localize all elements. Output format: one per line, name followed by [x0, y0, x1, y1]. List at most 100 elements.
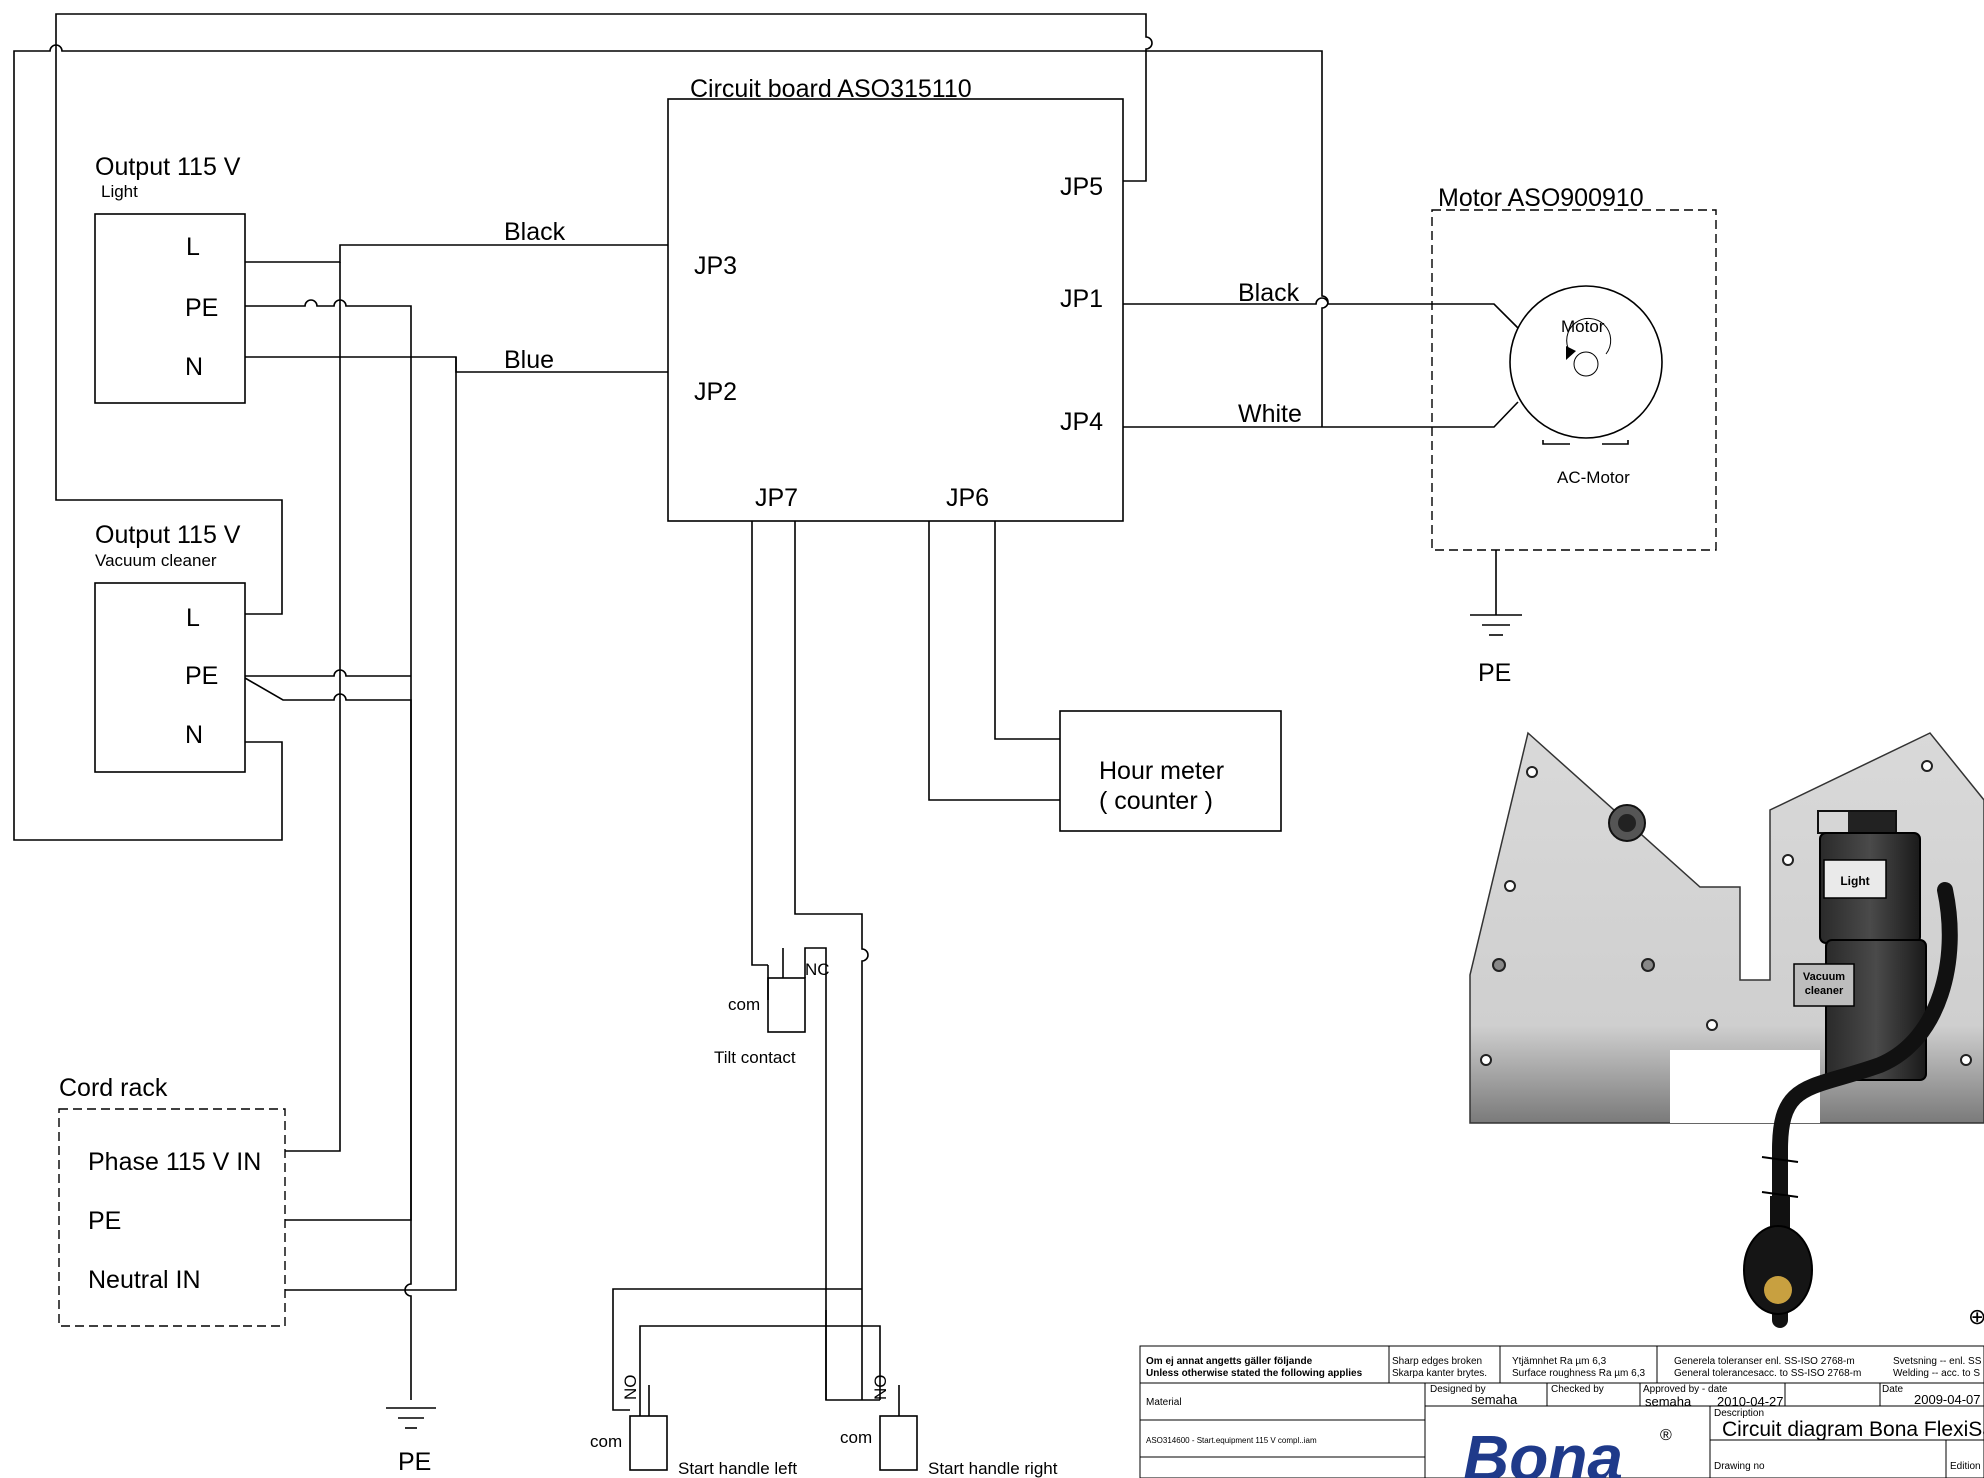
outer-loop-wires: [13, 13, 1329, 841]
tilt-com: com: [728, 995, 760, 1014]
plate-cutout: [1670, 1050, 1820, 1123]
light-socket-label: Light: [1840, 874, 1869, 888]
output-vacuum-title: Output 115 V: [95, 521, 241, 549]
start-right-label: Start handle right: [928, 1459, 1058, 1478]
start-right-com: com: [840, 1428, 872, 1447]
motor-symbol: [1509, 285, 1663, 439]
wire-label-blue: Blue: [504, 346, 554, 374]
tb-roughness-en: Surface roughness Ra µm 6,3: [1512, 1368, 1645, 1379]
tb-tol-sv: Generela toleranser enl. SS-ISO 2768-m: [1674, 1356, 1855, 1367]
jp1-label: JP1: [1060, 285, 1103, 313]
hour-meter: Hour meter ( counter ): [928, 521, 1282, 832]
output-light-l: L: [186, 233, 200, 261]
jp2-label: JP2: [694, 378, 737, 406]
crosshair-icon: ⊕: [1968, 1304, 1984, 1329]
left-bus-wires: [244, 244, 668, 1400]
circuit-board-box: [667, 98, 1124, 522]
tb-designed-by: semaha: [1471, 1392, 1518, 1407]
tb-apply-en: Unless otherwise stated the following ap…: [1146, 1368, 1363, 1379]
tb-roughness-sv: Ytjämnhet Ra µm 6,3: [1512, 1356, 1607, 1367]
tb-tol-en: General tolerancesacc. to SS-ISO 2768-m: [1674, 1368, 1861, 1379]
output-vacuum-subtitle: Vacuum cleaner: [95, 551, 217, 570]
tilt-contact-box: [767, 977, 806, 1033]
tb-approved-by: semaha: [1645, 1394, 1692, 1409]
tilt-label: Tilt contact: [714, 1048, 796, 1067]
tilt-contact: com NC Tilt contact: [714, 521, 869, 1400]
jp4-label: JP4: [1060, 408, 1103, 436]
start-left-no: NO: [621, 1375, 640, 1401]
tb-part-ref: ASO314600 - Start.equipment 115 V compl.…: [1146, 1436, 1317, 1445]
motor-wires: [1123, 297, 1519, 428]
title-block: Om ej annat angetts gäller följande Unle…: [1139, 1345, 1984, 1478]
tb-date-label: Date: [1882, 1384, 1904, 1395]
hour-meter-box: [1059, 710, 1282, 832]
motor-box: [1431, 209, 1717, 551]
tilt-nc: NC: [805, 960, 830, 979]
tb-edition-label: Edition: [1950, 1461, 1981, 1472]
wire-label-black-left: Black: [504, 218, 566, 246]
ground-label-bottom: PE: [398, 1448, 431, 1476]
motor-label: Motor: [1561, 317, 1605, 336]
motor-title: Motor ASO900910: [1438, 184, 1644, 212]
tb-material-label: Material: [1146, 1397, 1182, 1408]
tb-date: 2009-04-07: [1914, 1392, 1981, 1407]
tb-checked-by-label: Checked by: [1551, 1384, 1604, 1395]
motor-type: AC-Motor: [1557, 468, 1630, 487]
output-vacuum-box: [94, 582, 246, 773]
start-handle-left: com NO Start handle left: [590, 1375, 797, 1478]
tb-edges-en: Sharp edges broken: [1392, 1356, 1482, 1367]
tb-approved-label: Approved by - date: [1643, 1384, 1728, 1395]
rotation-arrow-icon: [1566, 317, 1612, 355]
jp5-label: JP5: [1060, 173, 1103, 201]
tb-designed-by-label: Designed by: [1430, 1384, 1486, 1395]
tb-edges-sv: Skarpa kanter brytes.: [1392, 1368, 1487, 1379]
tb-weld-en: Welding -- acc. to S: [1893, 1368, 1980, 1379]
light-socket-icon: [1823, 859, 1887, 899]
output-light-pe: PE: [185, 294, 218, 322]
jp7-label: JP7: [755, 484, 798, 512]
vacuum-socket-icon: [1793, 963, 1855, 1007]
control-panel-photo: Light Vacuum cleaner ⊕: [1469, 731, 1984, 1329]
tb-approved-date: 2010-04-27: [1717, 1394, 1784, 1409]
start-left-label: Start handle left: [678, 1459, 797, 1478]
tb-description-label: Description: [1714, 1408, 1764, 1419]
output-vacuum-l: L: [186, 604, 200, 632]
cord-rack: Cord rack Phase 115 V IN PE Neutral IN: [58, 1074, 286, 1327]
output-vacuum-pe: PE: [185, 662, 218, 690]
tb-drawing-no-label: Drawing no: [1714, 1461, 1765, 1472]
jp6-label: JP6: [946, 484, 989, 512]
cord-rack-title: Cord rack: [59, 1074, 168, 1102]
tb-apply-sv: Om ej annat angetts gäller följande: [1146, 1356, 1313, 1367]
start-left-com: com: [590, 1432, 622, 1451]
start-right-box: [879, 1415, 918, 1471]
cord-rack-pe: PE: [88, 1207, 121, 1235]
motor: Motor ASO900910 Motor AC-Motor PE: [1431, 184, 1717, 687]
hour-meter-line1: Hour meter: [1099, 757, 1224, 785]
cord-rack-neutral: Neutral IN: [88, 1266, 201, 1294]
output-light-box: [94, 213, 246, 404]
power-cord: [1772, 882, 1958, 1328]
start-right-no: NO: [871, 1375, 890, 1401]
vacuum-socket-label-2: cleaner: [1805, 985, 1844, 997]
start-handle-right: com NO Start handle right: [840, 1375, 1058, 1478]
wire-label-black-right: Black: [1238, 279, 1300, 307]
start-handle-wires: [612, 1288, 881, 1416]
ground-symbol-bottom: PE: [386, 1407, 436, 1476]
wire-label-white: White: [1238, 400, 1302, 428]
vacuum-socket-label-1: Vacuum: [1803, 971, 1845, 983]
output-light-title: Output 115 V: [95, 153, 241, 181]
bona-logo: Bona: [1463, 1422, 1623, 1478]
hour-meter-line2: ( counter ): [1099, 787, 1213, 815]
cord-rack-box: [58, 1108, 286, 1327]
output-vacuum-n: N: [185, 721, 203, 749]
motor-ground-label: PE: [1478, 659, 1511, 687]
tb-weld-sv: Svetsning -- enl. SS: [1893, 1356, 1982, 1367]
bona-registered: ®: [1660, 1427, 1672, 1444]
cord-rack-phase: Phase 115 V IN: [88, 1148, 261, 1176]
jp3-label: JP3: [694, 252, 737, 280]
circuit-board: Circuit board ASO315110 JP5 JP3 JP1 JP2 …: [667, 75, 1124, 522]
output-vacuum: Output 115 V Vacuum cleaner L PE N: [94, 521, 246, 773]
output-light-subtitle: Light: [101, 182, 138, 201]
start-left-box: [629, 1415, 668, 1471]
